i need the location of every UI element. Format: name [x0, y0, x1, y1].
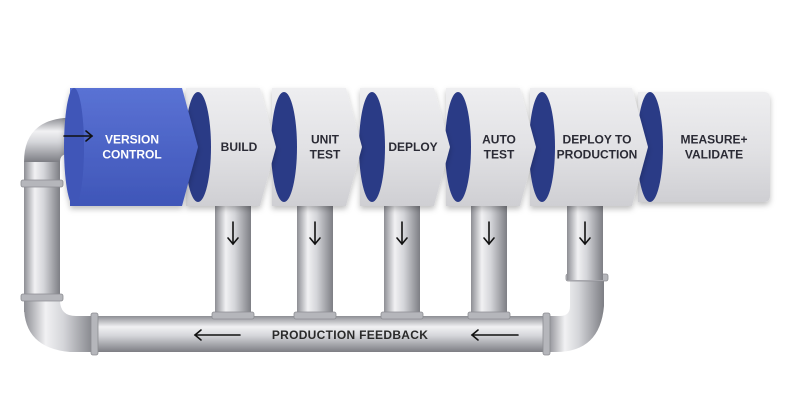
stage-deploy: DEPLOY — [359, 88, 450, 206]
stage-label-line: PRODUCTION — [557, 148, 638, 162]
stage-label-line: UNIT — [311, 133, 340, 147]
feedback-arrows — [193, 329, 519, 341]
pipe-joint — [90, 312, 99, 356]
pipe-joint — [211, 311, 255, 320]
arrow-left-icon — [193, 329, 241, 341]
stage-opening — [64, 88, 84, 206]
stage-measure-validate: MEASURE+VALIDATE — [637, 92, 770, 202]
stage-label-line: TEST — [484, 148, 515, 162]
stage-label-line: VALIDATE — [685, 148, 743, 162]
stage-label-line: TEST — [310, 148, 341, 162]
stage-opening — [359, 92, 385, 202]
drop-pipe-unit-test — [297, 200, 333, 318]
stage-body — [638, 92, 770, 202]
arrow-right-icon — [63, 130, 94, 142]
drop-pipe-auto-test — [471, 200, 507, 318]
pipe-joint — [380, 311, 424, 320]
pipe-joint — [20, 179, 64, 188]
pipe-joint — [20, 293, 64, 302]
stage-body — [70, 88, 198, 206]
stage-label-line: DEPLOY TO — [563, 133, 632, 147]
down-arrows — [227, 221, 591, 246]
pipe-joint — [467, 311, 511, 320]
feedback-label: PRODUCTION FEEDBACK — [272, 328, 428, 342]
arrow-down-icon — [227, 221, 239, 246]
arrow-down-icon — [309, 221, 321, 246]
arrow-down-icon — [579, 221, 591, 246]
stage-label-line: VERSION — [105, 133, 159, 147]
pipe-joint — [293, 311, 337, 320]
pipe-joint — [542, 312, 551, 356]
arrow-left-icon — [470, 329, 519, 341]
stage-label-line: BUILD — [221, 140, 258, 154]
stage-label-line: DEPLOY — [388, 140, 437, 154]
bottom-left-elbow-pipe — [24, 300, 96, 352]
stage-opening — [271, 92, 297, 202]
stage-build: BUILD — [185, 88, 276, 206]
drop-pipes — [211, 200, 603, 320]
stage-label-line: AUTO — [482, 133, 516, 147]
bottom-right-elbow-pipe — [548, 278, 604, 352]
arrow-down-icon — [396, 221, 408, 246]
stage-opening — [637, 92, 663, 202]
stage-opening — [529, 92, 555, 202]
stage-label-line: MEASURE+ — [680, 133, 747, 147]
drop-pipe-build — [215, 200, 251, 318]
arrow-down-icon — [483, 221, 495, 246]
stage-label-line: CONTROL — [102, 148, 161, 162]
drop-pipe-deploy — [384, 200, 420, 318]
stage-opening — [445, 92, 471, 202]
stage-body — [530, 88, 648, 206]
